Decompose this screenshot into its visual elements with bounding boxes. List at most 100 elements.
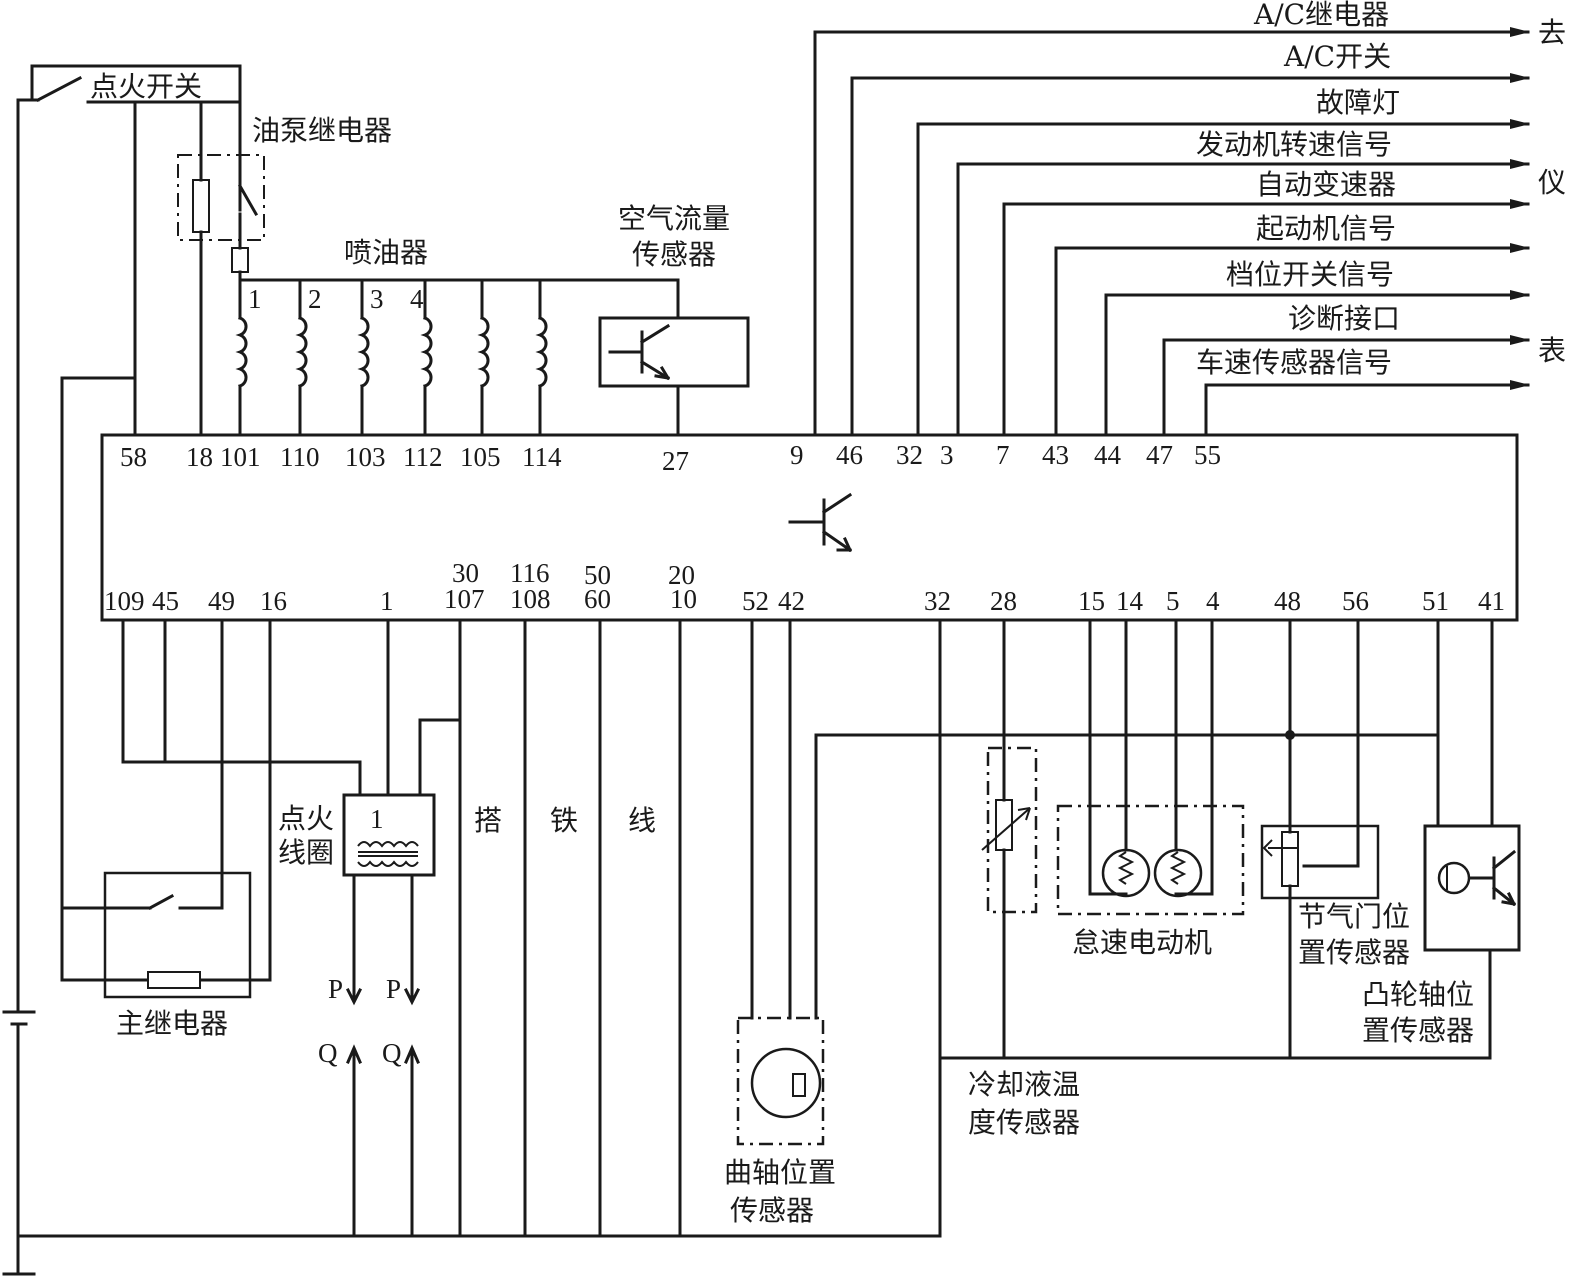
pin-14: 14 — [1116, 586, 1144, 616]
pin-112: 112 — [403, 442, 443, 472]
injector-coil-icon — [420, 316, 433, 388]
signal-label-gear-switch: 档位开关信号 — [1226, 258, 1394, 291]
p-label-1: P — [328, 974, 343, 1004]
pin-28: 28 — [990, 586, 1017, 616]
pin-9: 9 — [790, 440, 804, 470]
pin-45: 45 — [152, 586, 179, 616]
throttle-sensor-label-1: 节气门位 — [1298, 900, 1410, 933]
coolant-sensor-arrow-icon — [981, 807, 1031, 851]
pin-43: 43 — [1042, 440, 1069, 470]
ignition-coil-label-1: 点火 — [278, 802, 334, 835]
signal-line — [813, 30, 1530, 437]
ground-label-3: 线 — [628, 804, 656, 837]
pin-56: 56 — [1342, 586, 1369, 616]
idle-motor-coil-2-icon — [1153, 848, 1203, 898]
injector-coil-icon — [295, 316, 308, 388]
pin-44: 44 — [1094, 440, 1122, 470]
injector-coils — [235, 278, 548, 437]
ground-label-2: 铁 — [550, 804, 578, 837]
injector-coil-icon — [235, 316, 248, 388]
signal-arrow-icon — [1510, 119, 1530, 129]
injector-number-1: 1 — [248, 284, 262, 314]
airflow-sensor-label-2: 传感器 — [632, 238, 716, 271]
injector-coil-icon — [477, 316, 490, 388]
signal-label-diag: 诊断接口 — [1288, 302, 1400, 335]
signal-lines — [813, 27, 1530, 437]
signal-line — [1002, 202, 1530, 437]
idle-motor-wiring — [1088, 618, 1214, 896]
coolant-sensor-label-1: 冷却液温 — [968, 1068, 1080, 1101]
coolant-sensor-label-2: 度传感器 — [968, 1106, 1080, 1139]
injector-number-4: 4 — [410, 284, 424, 314]
pin-1: 1 — [380, 586, 394, 616]
main-relay-label: 主继电器 — [116, 1007, 228, 1040]
pin-51: 51 — [1422, 586, 1449, 616]
signal-label-starter: 起动机信号 — [1256, 212, 1396, 245]
injectors-label: 喷油器 — [344, 236, 428, 269]
fuel-pump-relay-switch-icon — [199, 100, 259, 437]
pin-3: 3 — [940, 440, 954, 470]
signal-line — [1204, 383, 1530, 437]
cam-sensor-box — [1423, 824, 1521, 952]
fuel-pump-relay-label: 油泵继电器 — [252, 114, 392, 147]
pin-41: 41 — [1478, 586, 1505, 616]
signal-label-ac-relay: A/C继电器 — [1253, 0, 1389, 31]
signal-line — [1104, 293, 1530, 437]
pin-116: 116 — [510, 558, 550, 588]
crank-sensor-label-1: 曲轴位置 — [724, 1156, 836, 1189]
pin-109: 109 — [104, 586, 145, 616]
ignition-coil-number: 1 — [370, 804, 384, 834]
pin-30: 30 — [452, 558, 479, 588]
signal-line — [1054, 246, 1530, 437]
signal-line — [1162, 338, 1530, 437]
ignition-coil-box — [342, 793, 436, 877]
idle-motor-label: 怠速电动机 — [1072, 926, 1212, 959]
pin-5: 5 — [1166, 586, 1180, 616]
signal-arrow-icon — [1510, 380, 1530, 390]
cam-sensor-transistor-icon — [1468, 849, 1517, 907]
signal-arrow-icon — [1510, 290, 1530, 300]
pin-58: 58 — [120, 442, 147, 472]
throttle-sensor-label-2: 置传感器 — [1298, 936, 1410, 969]
fuel-pump-relay-box — [177, 154, 265, 241]
pin-103: 103 — [345, 442, 386, 472]
pin-10: 10 — [670, 584, 697, 614]
pin-15: 15 — [1078, 586, 1105, 616]
p-label-2: P — [386, 974, 401, 1004]
pin-110: 110 — [280, 442, 320, 472]
to-dashboard-1: 去 — [1538, 16, 1566, 49]
pin-32-top: 32 — [896, 440, 923, 470]
pin-42: 42 — [778, 586, 805, 616]
q-label-2: Q — [382, 1038, 402, 1068]
injector-coil-icon — [535, 316, 548, 388]
ignition-switch-icon — [16, 64, 242, 437]
main-relay-box — [103, 871, 252, 999]
junction-dot — [1285, 730, 1295, 740]
signal-line — [916, 122, 1530, 437]
pin-32-bottom: 32 — [924, 586, 951, 616]
pin-47: 47 — [1146, 440, 1173, 470]
to-dashboard-2: 仪 — [1538, 166, 1566, 199]
to-dashboard-3: 表 — [1538, 334, 1566, 367]
pin-18: 18 — [186, 442, 213, 472]
signal-line — [850, 76, 1530, 437]
ignition-output-wiring — [345, 873, 421, 1238]
ignition-switch-label: 点火开关 — [90, 70, 202, 103]
crank-sensor-box — [736, 1016, 825, 1146]
main-relay-coil-icon — [147, 971, 201, 989]
pin-105: 105 — [460, 442, 501, 472]
ignition-coil-wiring — [386, 618, 682, 1238]
pin-48: 48 — [1274, 586, 1301, 616]
pin-60: 60 — [584, 584, 611, 614]
cam-sensor-wiring — [1436, 618, 1494, 1060]
signal-label-fault-lamp: 故障灯 — [1316, 86, 1400, 119]
battery-icon — [2, 98, 36, 1276]
airflow-sensor-label-1: 空气流量 — [618, 202, 730, 235]
crank-sensor-label-2: 传感器 — [730, 1194, 814, 1227]
ignition-coil-label-2: 线圈 — [278, 836, 334, 869]
throttle-sensor-box — [1260, 824, 1380, 900]
signal-arrow-icon — [1510, 199, 1530, 209]
signal-label-ac-switch: A/C开关 — [1283, 40, 1391, 73]
pin-108: 108 — [510, 584, 551, 614]
